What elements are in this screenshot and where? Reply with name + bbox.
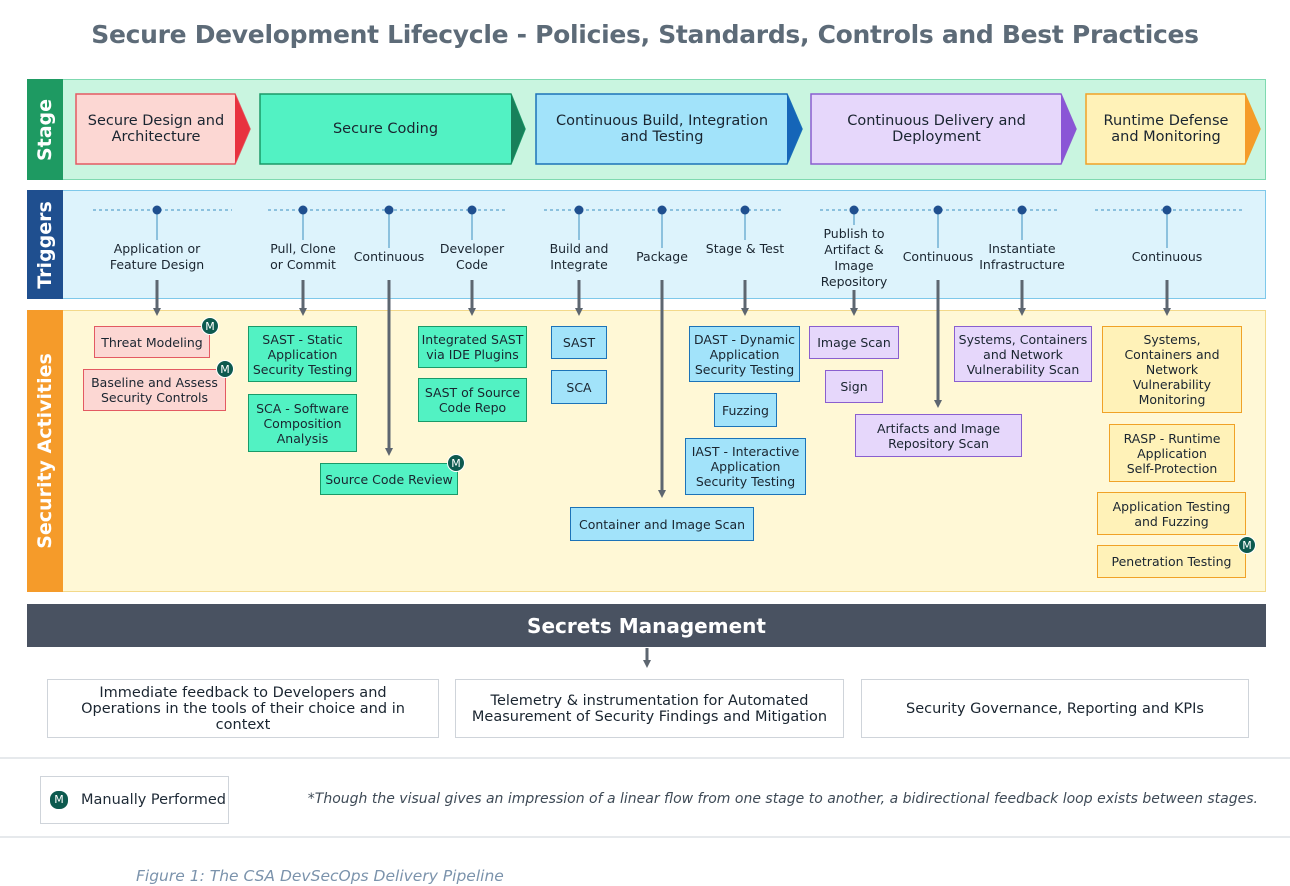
trigger-package: Package (636, 249, 688, 264)
triggers-band (27, 190, 1266, 299)
stage-band-label: Stage (27, 79, 63, 180)
stage-secure-design: Secure Design and Architecture (75, 93, 251, 165)
section-divider (0, 757, 1290, 759)
trigger-application-design: Application or Feature Design (109, 241, 205, 272)
outcome-governance: Security Governance, Reporting and KPIs (861, 679, 1249, 738)
trigger-publish-artifact: Publish to Artifact & Image Repository (820, 226, 888, 289)
figure-caption: Figure 1: The CSA DevSecOps Delivery Pip… (136, 867, 504, 885)
trigger-continuous-runtime: Continuous (1131, 249, 1203, 264)
activity-vulnerability-scan: Systems, Containers and Network Vulnerab… (954, 326, 1092, 382)
footnote: *Though the visual gives an impression o… (307, 791, 1258, 807)
activity-integrated-sast: Integrated SAST via IDE Plugins (418, 326, 527, 368)
activity-container-image-scan: Container and Image Scan (570, 507, 754, 541)
secrets-management-bar: Secrets Management (27, 604, 1266, 647)
trigger-continuous-coding: Continuous (353, 249, 425, 264)
activity-rasp: RASP - Runtime Application Self-Protecti… (1109, 424, 1235, 482)
trigger-pull-clone-commit: Pull, Clone or Commit (270, 241, 336, 272)
triggers-band-label: Triggers (27, 190, 63, 299)
manual-legend-icon: M (49, 790, 69, 810)
legend: M Manually Performed (40, 776, 229, 824)
activity-sca: SCA (551, 370, 607, 404)
activity-baseline-controls: Baseline and Assess Security Controls (83, 369, 226, 411)
outcome-telemetry: Telemetry & instrumentation for Automate… (455, 679, 844, 738)
stage-continuous-build: Continuous Build, Integration and Testin… (535, 93, 803, 165)
section-divider (0, 836, 1290, 838)
stage-continuous-delivery: Continuous Delivery and Deployment (810, 93, 1077, 165)
activity-iast: IAST - Interactive Application Security … (685, 438, 806, 495)
trigger-continuous-delivery: Continuous (902, 249, 974, 264)
page-title: Secure Development Lifecycle - Policies,… (91, 20, 1199, 49)
activities-band-label: Security Activities (27, 310, 63, 592)
manual-badge-penetration-testing: M (1238, 536, 1256, 554)
activity-sast: SAST (551, 326, 607, 359)
trigger-instantiate-infrastructure: Instantiate Infrastructure (979, 241, 1065, 272)
trigger-build-integrate: Build and Integrate (549, 241, 609, 272)
outcome-immediate-feedback: Immediate feedback to Developers and Ope… (47, 679, 439, 738)
activity-source-code-review: Source Code Review (320, 463, 458, 495)
activity-artifacts-repository-scan: Artifacts and Image Repository Scan (855, 414, 1022, 457)
activity-vulnerability-monitoring: Systems, Containers and Network Vulnerab… (1102, 326, 1242, 413)
trigger-stage-test: Stage & Test (705, 241, 785, 256)
stage-secure-coding: Secure Coding (259, 93, 526, 165)
activity-fuzzing: Fuzzing (714, 393, 777, 427)
activity-threat-modeling: Threat Modeling (94, 326, 210, 358)
activity-penetration-testing: Penetration Testing (1097, 545, 1246, 578)
manual-badge-threat-modeling: M (201, 317, 219, 335)
trigger-developer-code: Developer Code (439, 241, 505, 272)
activity-sast-repo: SAST of Source Code Repo (418, 378, 527, 422)
activity-dast: DAST - Dynamic Application Security Test… (689, 326, 800, 382)
activity-image-scan: Image Scan (809, 326, 899, 359)
activity-sca-software: SCA - Software Composition Analysis (248, 394, 357, 452)
stage-runtime-defense: Runtime Defense and Monitoring (1085, 93, 1261, 165)
activity-sign: Sign (825, 370, 883, 403)
manual-badge-baseline: M (216, 360, 234, 378)
activity-application-testing-fuzzing: Application Testing and Fuzzing (1097, 492, 1246, 535)
legend-label: Manually Performed (81, 792, 226, 808)
activity-sast-static: SAST - Static Application Security Testi… (248, 326, 357, 382)
manual-badge-source-code-review: M (447, 454, 465, 472)
